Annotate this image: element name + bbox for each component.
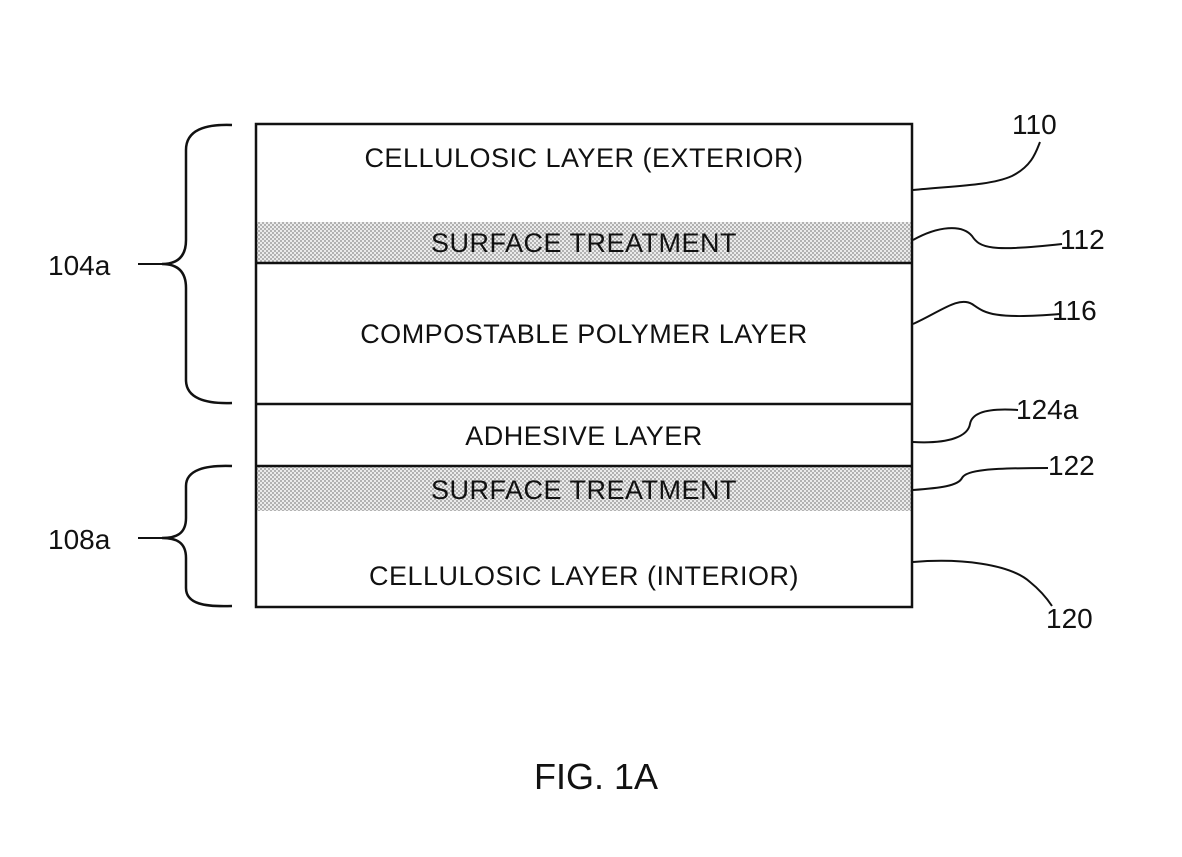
- layer-stack-outline: [256, 124, 912, 607]
- leader-120: [913, 561, 1052, 606]
- ref-label-116: 116: [1052, 295, 1097, 326]
- leader-116: [913, 302, 1060, 324]
- ref-label-120: 120: [1046, 603, 1093, 634]
- ref-label-112: 112: [1060, 224, 1105, 255]
- surface-treatment-bottom-label: SURFACE TREATMENT: [431, 475, 737, 505]
- adhesive-layer-label: ADHESIVE LAYER: [465, 421, 703, 451]
- compostable-polymer-label: COMPOSTABLE POLYMER LAYER: [360, 319, 808, 349]
- figure-caption: FIG. 1A: [534, 756, 658, 797]
- cellulosic-exterior-label: CELLULOSIC LAYER (EXTERIOR): [364, 143, 803, 173]
- group-label-108a: 108a: [48, 524, 111, 555]
- leader-110: [913, 142, 1040, 190]
- brace-104a: [162, 125, 232, 403]
- cellulosic-interior-label: CELLULOSIC LAYER (INTERIOR): [369, 561, 799, 591]
- group-label-104a: 104a: [48, 250, 111, 281]
- leader-122: [913, 468, 1048, 490]
- surface-treatment-top-label: SURFACE TREATMENT: [431, 228, 737, 258]
- ref-label-110: 110: [1012, 109, 1057, 140]
- brace-108a: [162, 466, 232, 606]
- ref-label-124a: 124a: [1016, 394, 1079, 425]
- leader-124a: [913, 410, 1018, 443]
- ref-label-122: 122: [1048, 450, 1095, 481]
- leader-112: [913, 228, 1062, 248]
